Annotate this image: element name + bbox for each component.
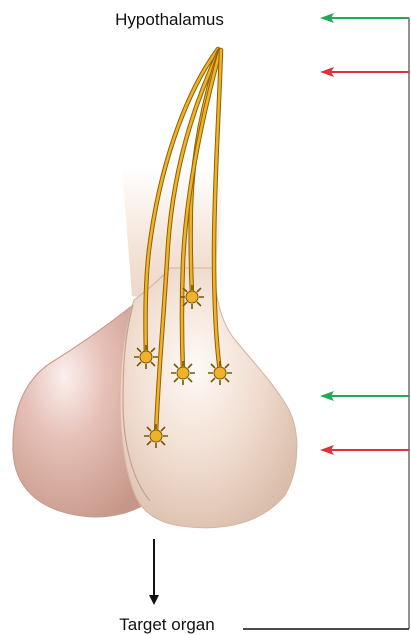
arrow-down-icon xyxy=(149,595,159,605)
axon-terminal xyxy=(134,345,158,369)
target-organ-arrow xyxy=(149,539,159,605)
axon-terminal xyxy=(171,361,195,385)
feedback-arrow-4 xyxy=(320,445,409,455)
axon-terminal xyxy=(208,361,232,385)
axon-terminal xyxy=(144,424,168,448)
feedback-arrow-3 xyxy=(320,391,409,401)
axon-terminal xyxy=(180,285,204,309)
feedback-arrow-2 xyxy=(320,67,409,77)
feedback-arrow-1 xyxy=(320,13,409,23)
